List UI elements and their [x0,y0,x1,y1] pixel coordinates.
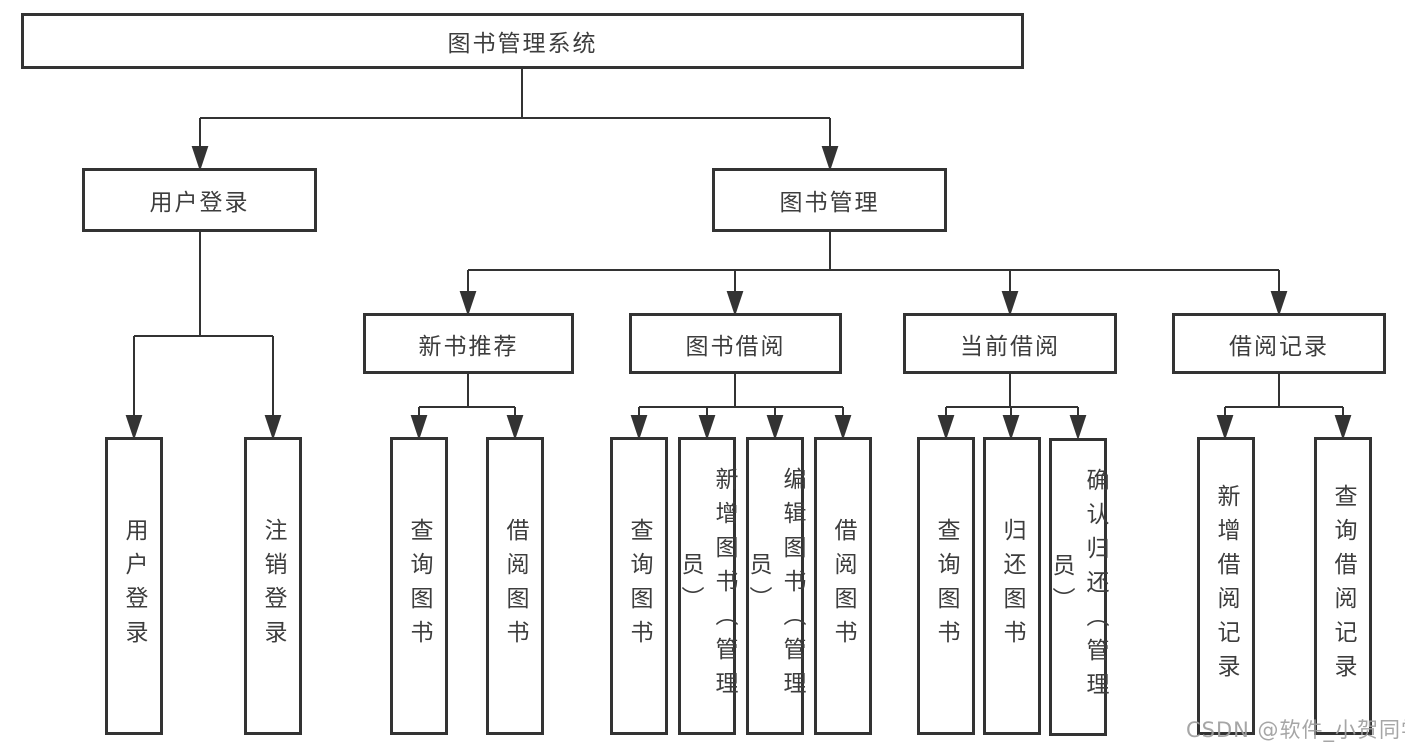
node-borrow-records: 借阅记录 [1172,313,1386,374]
arrowhead-icon [821,146,839,172]
leaf-recommend-borrow-books: 借阅图书 [486,437,544,735]
arrowhead-icon [937,415,955,441]
arrowhead-icon [1270,291,1288,317]
leaf-user-login: 用户登录 [105,437,163,735]
leaf-recommend-query-books: 查询图书 [390,437,448,735]
arrowhead-icon [459,291,477,317]
node-book-borrow: 图书借阅 [629,313,842,374]
leaf-edit-books-admin: 编辑图书（管理员） [745,437,805,735]
arrowhead-icon [1001,291,1019,317]
arrowhead-icon [125,415,143,441]
connector-book-management-to-level3 [459,232,1288,317]
arrowhead-icon [506,415,524,441]
node-system-root: 图书管理系统 [21,13,1024,69]
arrowhead-icon [264,415,282,441]
connector-book-borrow-to-leaves [630,374,852,441]
leaf-logout: 注销登录 [244,437,302,735]
leaf-current-query-books: 查询图书 [917,437,975,735]
leaf-add-borrow-record: 新增借阅记录 [1197,437,1255,735]
arrowhead-icon [1002,415,1020,441]
leaf-return-books: 归还图书 [983,437,1041,735]
leaf-add-books-admin: 新增图书（管理员） [677,437,737,735]
csdn-watermark: CSDN @软件_小贺同学 [1186,718,1405,742]
node-user-login: 用户登录 [82,168,317,232]
arrowhead-icon [1334,415,1352,441]
leaf-borrow-books: 借阅图书 [814,437,872,735]
leaf-borrow-query-books: 查询图书 [610,437,668,735]
arrowhead-icon [766,415,784,441]
connector-current-borrow-to-leaves [937,374,1087,441]
connector-new-book-to-leaves [410,374,524,441]
arrowhead-icon [834,415,852,441]
arrowhead-icon [410,415,428,441]
arrowhead-icon [726,291,744,317]
node-current-borrow: 当前借阅 [903,313,1117,374]
connector-borrow-records-to-leaves [1216,374,1352,441]
arrowhead-icon [191,146,209,172]
arrowhead-icon [1216,415,1234,441]
connector-root-to-level2 [191,69,839,172]
node-new-book-recommend: 新书推荐 [363,313,574,374]
leaf-query-borrow-record: 查询借阅记录 [1314,437,1372,735]
arrowhead-icon [1069,415,1087,441]
arrowhead-icon [630,415,648,441]
node-book-management: 图书管理 [712,168,947,232]
arrowhead-icon [698,415,716,441]
connector-user-login-to-leaves [125,232,282,441]
leaf-confirm-return-admin: 确认归还（管理员） [1048,438,1108,736]
